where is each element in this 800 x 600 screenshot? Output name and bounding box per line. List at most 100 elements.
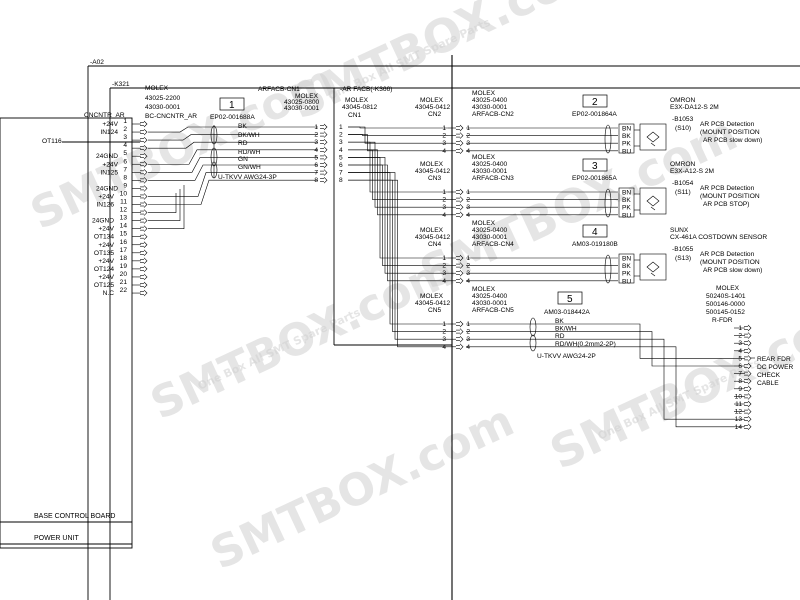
sensor-desc2: (MOUNT POSITION	[700, 129, 760, 136]
sub-conn-pin-number: 4	[442, 148, 446, 155]
sub-conn-maker: MOLEX	[420, 161, 444, 168]
base-pin-label: +24V	[98, 274, 114, 281]
base-pin-number: 5	[123, 150, 127, 157]
sub-cable-pin-number: 1	[466, 189, 470, 196]
sensor-wire-label: BK	[622, 197, 631, 204]
rfdr-part1: 50240S-1401	[706, 293, 746, 300]
sub-cable-name: ARFACB-CN5	[472, 307, 514, 314]
rfdr-pin-number: 4	[738, 348, 742, 355]
sub-conn-name: CN5	[428, 307, 442, 314]
sensor-symbol	[639, 123, 667, 151]
base-pin-number: 10	[120, 190, 128, 197]
sensor-desc3: AR PCB slow down)	[703, 267, 762, 274]
arfacb-cn1-pin-number: 1	[314, 124, 318, 131]
arfacb-cn1-pin-number: 7	[314, 170, 318, 177]
sub-conn-maker: MOLEX	[420, 293, 444, 300]
base-pin-number: 11	[120, 199, 127, 206]
sub-cable-pin-number: 2	[466, 197, 470, 204]
watermark-text: SMTBOX.com	[23, 55, 342, 240]
sensor-desc3: AR PCB STOP)	[703, 201, 749, 208]
sub-cable-maker: MOLEX	[472, 220, 496, 227]
base-part1: 43025-2200	[145, 95, 181, 102]
base-pin-label: OT125	[94, 282, 114, 289]
arfacb-cn1-pin-number: 3	[314, 139, 318, 146]
sensor-model: E3X-A12-S 2M	[670, 168, 714, 175]
sensor-number-box	[582, 94, 608, 108]
sub-conn-pin-number: 3	[442, 140, 446, 147]
sub-cable-pin-number: 1	[466, 321, 470, 328]
rfdr-desc-1: REAR FDR	[757, 356, 791, 363]
sub-conn-part: 43045-0412	[415, 300, 451, 307]
sub-conn-pin-number: 3	[442, 270, 446, 277]
cable1-wire-label: RD	[238, 140, 248, 147]
wire-routes	[148, 126, 755, 428]
base-pin-number: 21	[120, 279, 128, 286]
sub-conn-pin-number: 1	[442, 321, 446, 328]
sensor-wire-label: PK	[622, 205, 631, 212]
sensor-wire-label: PK	[622, 141, 631, 148]
sensor-wire-label: BK	[622, 263, 631, 270]
base-pin-number: 19	[120, 263, 128, 270]
base-pin-label: 24GND	[96, 185, 118, 192]
sub-cable-maker: MOLEX	[472, 154, 496, 161]
sub-cable-part1: 43025-0400	[472, 161, 508, 168]
base-pin-label: IN125	[100, 169, 118, 176]
sub-cable-pin-number: 4	[466, 278, 470, 285]
sub-cable-part2: 43030-0001	[472, 168, 508, 175]
base-pin-number: 8	[123, 174, 127, 181]
rfdr-part2: 500146-0000	[706, 301, 745, 308]
base-pin-number: 12	[120, 207, 128, 214]
ar-facb-cn1-pin-number: 6	[339, 162, 343, 169]
base-pin-label: OT124	[94, 266, 114, 273]
rfdr-pin-number: 3	[738, 340, 742, 347]
sensor-number-box	[582, 158, 608, 172]
base-pin-number: 1	[123, 118, 127, 125]
sub-cable-pin-number: 3	[466, 204, 470, 211]
rfdr-pin-number: 12	[735, 409, 743, 416]
sensor-desc1: AR PCB Detection	[700, 121, 755, 128]
sensor-number-box	[582, 224, 608, 238]
rfdr-pin-number: 2	[738, 333, 742, 340]
sub-conn-pin-number: 4	[442, 278, 446, 285]
watermark-text: SMTBOX.com	[203, 395, 522, 580]
sensor-number: 3	[592, 161, 598, 172]
cable1-part: EP02-001688A	[210, 114, 255, 121]
ar-facb-cn1-pin-number: 4	[339, 147, 343, 154]
sub-conn-name: CN2	[428, 111, 442, 118]
cable1-number-box	[219, 97, 245, 111]
cable1-wire-label: RD/WH	[238, 149, 261, 156]
sensor-desc2: (MOUNT POSITION	[700, 259, 760, 266]
base-pin-number: 15	[120, 231, 128, 238]
sensor-cable-part: AM03-019180B	[572, 241, 618, 248]
sub-cable-part2: 43030-0001	[472, 104, 508, 111]
base-pin-number: 17	[120, 247, 128, 254]
rfdr-pin-number: 7	[738, 371, 742, 378]
sensor-model: E3X-DA12-S 2M	[670, 104, 719, 111]
cable5-number-box	[557, 291, 583, 305]
sub-cable-part2: 43030-0001	[472, 234, 508, 241]
base-board-footer: BASE CONTROL BOARD	[34, 513, 115, 520]
sub-cable-pin-number: 2	[466, 329, 470, 336]
sub-conn-name: CN3	[428, 175, 442, 182]
sensor-slot: (S13)	[675, 255, 691, 262]
rfdr-pin-number: 1	[738, 325, 742, 332]
sensor-number: 4	[592, 227, 598, 238]
arfacb-cn1-pin-number: 2	[314, 132, 318, 139]
sub-cable-part1: 43025-0400	[472, 293, 508, 300]
ar-facb-cn1-maker: MOLEX	[345, 97, 369, 104]
sensor-maker: SUNX	[670, 227, 689, 234]
base-pin-number: 22	[120, 287, 128, 294]
sensor-maker: OMRON	[670, 97, 696, 104]
sub-conn-name: CN4	[428, 241, 442, 248]
cable5-part: AM03-018442A	[544, 309, 590, 316]
base-pin-label: +24V	[102, 121, 118, 128]
sub-conn-pin-number: 2	[442, 263, 446, 270]
rfdr-pin-number: 8	[738, 378, 742, 385]
cable1-wire-label: BK	[238, 123, 247, 130]
